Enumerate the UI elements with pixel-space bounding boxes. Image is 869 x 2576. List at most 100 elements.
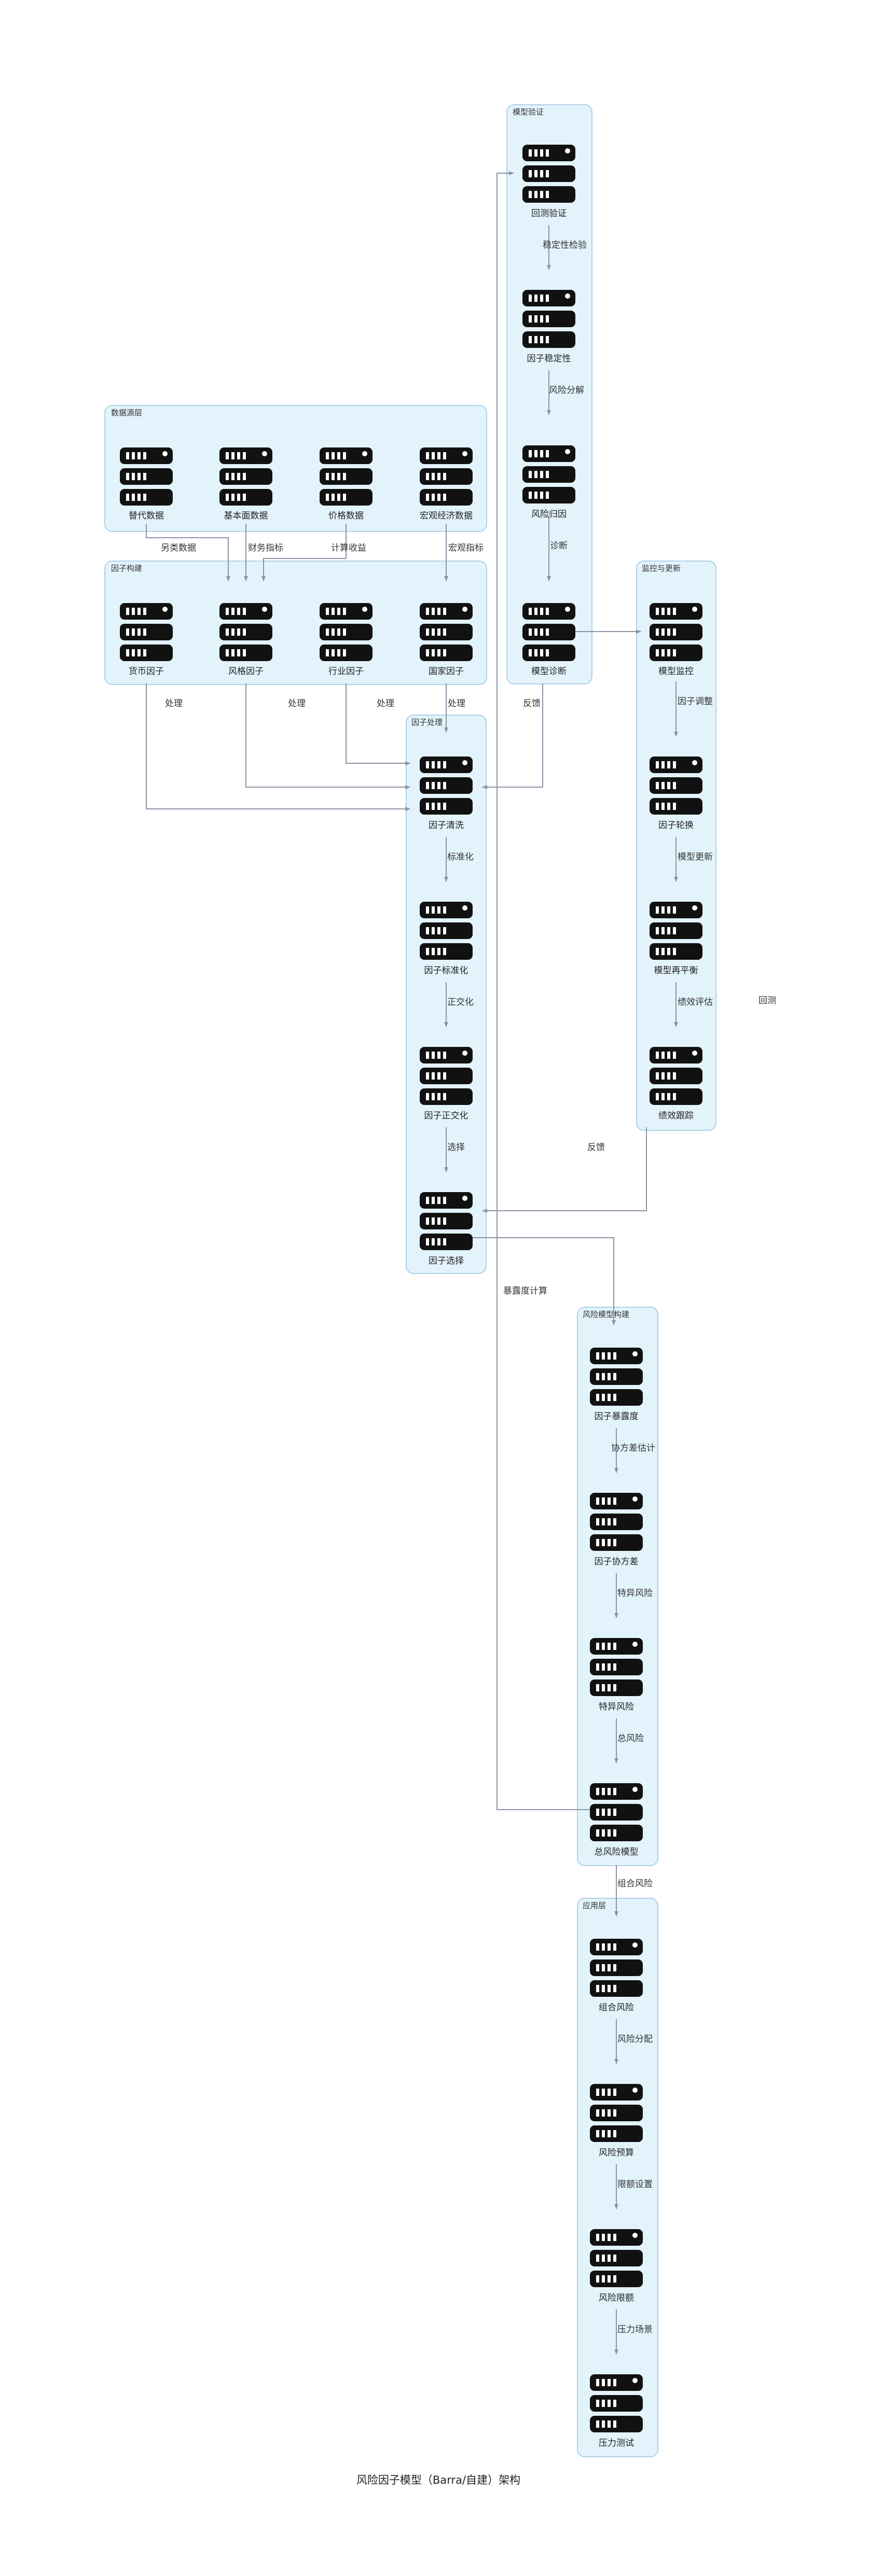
node-label: 模型再平衡	[654, 965, 698, 976]
group-title: 模型验证	[513, 107, 544, 117]
server-icon	[420, 1047, 473, 1105]
node-factor-stability[interactable]: 因子稳定性	[522, 290, 575, 364]
node-country-factor[interactable]: 国家因子	[420, 603, 473, 677]
node-label: 基本面数据	[224, 511, 268, 521]
server-icon	[522, 445, 575, 503]
server-icon	[420, 603, 473, 661]
node-label: 因子正交化	[424, 1111, 468, 1121]
group-factor-build: 因子构建	[104, 561, 487, 685]
node-backtest[interactable]: 回测验证	[522, 145, 575, 219]
server-icon	[320, 603, 373, 661]
server-icon	[420, 1192, 473, 1250]
node-factor-select[interactable]: 因子选择	[420, 1192, 473, 1266]
node-factor-standardize[interactable]: 因子标准化	[420, 902, 473, 976]
node-model-diagnosis[interactable]: 模型诊断	[522, 603, 575, 677]
node-risk-budget[interactable]: 风险预算	[590, 2084, 643, 2158]
node-risk-limit[interactable]: 风险限额	[590, 2229, 643, 2303]
edge-label: 特异风险	[617, 1588, 653, 1599]
node-total-risk-model[interactable]: 总风险模型	[590, 1783, 643, 1857]
node-risk-attribution[interactable]: 风险归因	[522, 445, 575, 520]
edge-label: 财务指标	[248, 543, 283, 553]
server-icon	[522, 290, 575, 348]
node-fundamental-data[interactable]: 基本面数据	[219, 447, 272, 521]
node-label: 模型监控	[658, 666, 694, 677]
node-industry-factor[interactable]: 行业因子	[320, 603, 373, 677]
node-label: 替代数据	[129, 511, 164, 521]
edge-total-to-backtest	[496, 171, 590, 1810]
node-macro-data[interactable]: 宏观经济数据	[420, 447, 473, 521]
edge-label: 标准化	[447, 852, 474, 862]
node-label: 因子标准化	[424, 965, 468, 976]
edge-diagnosis-to-clean	[482, 683, 543, 789]
node-factor-exposure[interactable]: 因子暴露度	[590, 1348, 643, 1422]
edge-label: 暴露度计算	[503, 1286, 547, 1296]
group-risk-model: 风险模型构建	[577, 1307, 658, 1866]
server-icon	[320, 447, 373, 506]
node-label: 风险限额	[599, 2293, 634, 2303]
node-label: 因子暴露度	[595, 1411, 639, 1422]
node-label: 压力测试	[599, 2438, 634, 2448]
node-label: 总风险模型	[595, 1847, 639, 1857]
node-price-data[interactable]: 价格数据	[320, 447, 373, 521]
edge-label: 诊断	[550, 541, 568, 551]
node-factor-rotation[interactable]: 因子轮换	[650, 757, 702, 831]
server-icon	[590, 1348, 643, 1406]
server-icon	[420, 447, 473, 506]
edge-tracking-to-select	[482, 1127, 647, 1213]
node-label: 因子选择	[429, 1256, 464, 1266]
server-icon	[590, 2084, 643, 2142]
node-factor-covariance[interactable]: 因子协方差	[590, 1493, 643, 1567]
node-alt-data[interactable]: 替代数据	[120, 447, 173, 521]
node-label: 风险预算	[599, 2148, 634, 2158]
node-model-monitor[interactable]: 模型监控	[650, 603, 702, 677]
edge-label: 稳定性检验	[543, 240, 587, 250]
node-label: 因子协方差	[595, 1557, 639, 1567]
node-specific-risk[interactable]: 特异风险	[590, 1638, 643, 1712]
group-application: 应用层	[577, 1898, 658, 2457]
edge-label: 限额设置	[617, 2179, 653, 2190]
server-icon	[590, 1783, 643, 1841]
node-performance-tracking[interactable]: 绩效跟踪	[650, 1047, 702, 1121]
node-label: 价格数据	[328, 511, 364, 521]
edge-labels: 另类数据 财务指标 计算收益 宏观指标 处理 处理 处理 处理 标准化 正交化 …	[161, 240, 776, 2335]
group-data-source: 数据源层	[104, 405, 487, 532]
edge-label: 另类数据	[161, 543, 196, 553]
group-title: 因子构建	[111, 564, 142, 573]
node-stress-test[interactable]: 压力测试	[590, 2374, 643, 2448]
edge-label: 压力场景	[617, 2325, 653, 2335]
server-icon	[120, 603, 173, 661]
server-icon	[590, 1493, 643, 1551]
server-icon	[650, 603, 702, 661]
server-icon	[650, 757, 702, 815]
node-label: 特异风险	[599, 1702, 634, 1712]
node-label: 宏观经济数据	[420, 511, 473, 521]
node-factor-clean[interactable]: 因子清洗	[420, 757, 473, 831]
node-style-factor[interactable]: 风格因子	[219, 603, 272, 677]
edge-currency-to-clean	[146, 683, 410, 811]
group-title: 风险模型构建	[583, 1310, 629, 1319]
edge-label: 风险分解	[549, 385, 584, 396]
node-label: 因子轮换	[658, 820, 694, 831]
node-model-rebalance[interactable]: 模型再平衡	[650, 902, 702, 976]
edge-label: 因子调整	[678, 696, 713, 707]
node-factor-orthogonal[interactable]: 因子正交化	[420, 1047, 473, 1121]
node-label: 绩效跟踪	[658, 1111, 694, 1121]
node-label: 回测验证	[531, 208, 567, 219]
server-icon	[522, 145, 575, 203]
edge-label: 正交化	[447, 997, 474, 1007]
edge-price-to-style	[261, 524, 347, 581]
node-portfolio-risk[interactable]: 组合风险	[590, 1939, 643, 2013]
node-label: 风险归因	[531, 509, 567, 520]
node-label: 组合风险	[599, 2003, 634, 2013]
edge-label: 模型更新	[678, 852, 713, 862]
edge-select-to-exposure	[472, 1237, 616, 1325]
edge-industry-to-clean	[346, 683, 410, 765]
node-currency-factor[interactable]: 货币因子	[120, 603, 173, 677]
nodes: 替代数据 基本面数据 价格数据 宏观经济数据 货币因子 风格因子 行业因子	[120, 145, 702, 2448]
edge-label: 处理	[288, 698, 306, 709]
node-label: 国家因子	[429, 666, 464, 677]
edges	[146, 171, 678, 2355]
diagram-caption: 风险因子模型（Barra/自建）架构	[356, 2474, 520, 2486]
server-icon	[120, 447, 173, 506]
